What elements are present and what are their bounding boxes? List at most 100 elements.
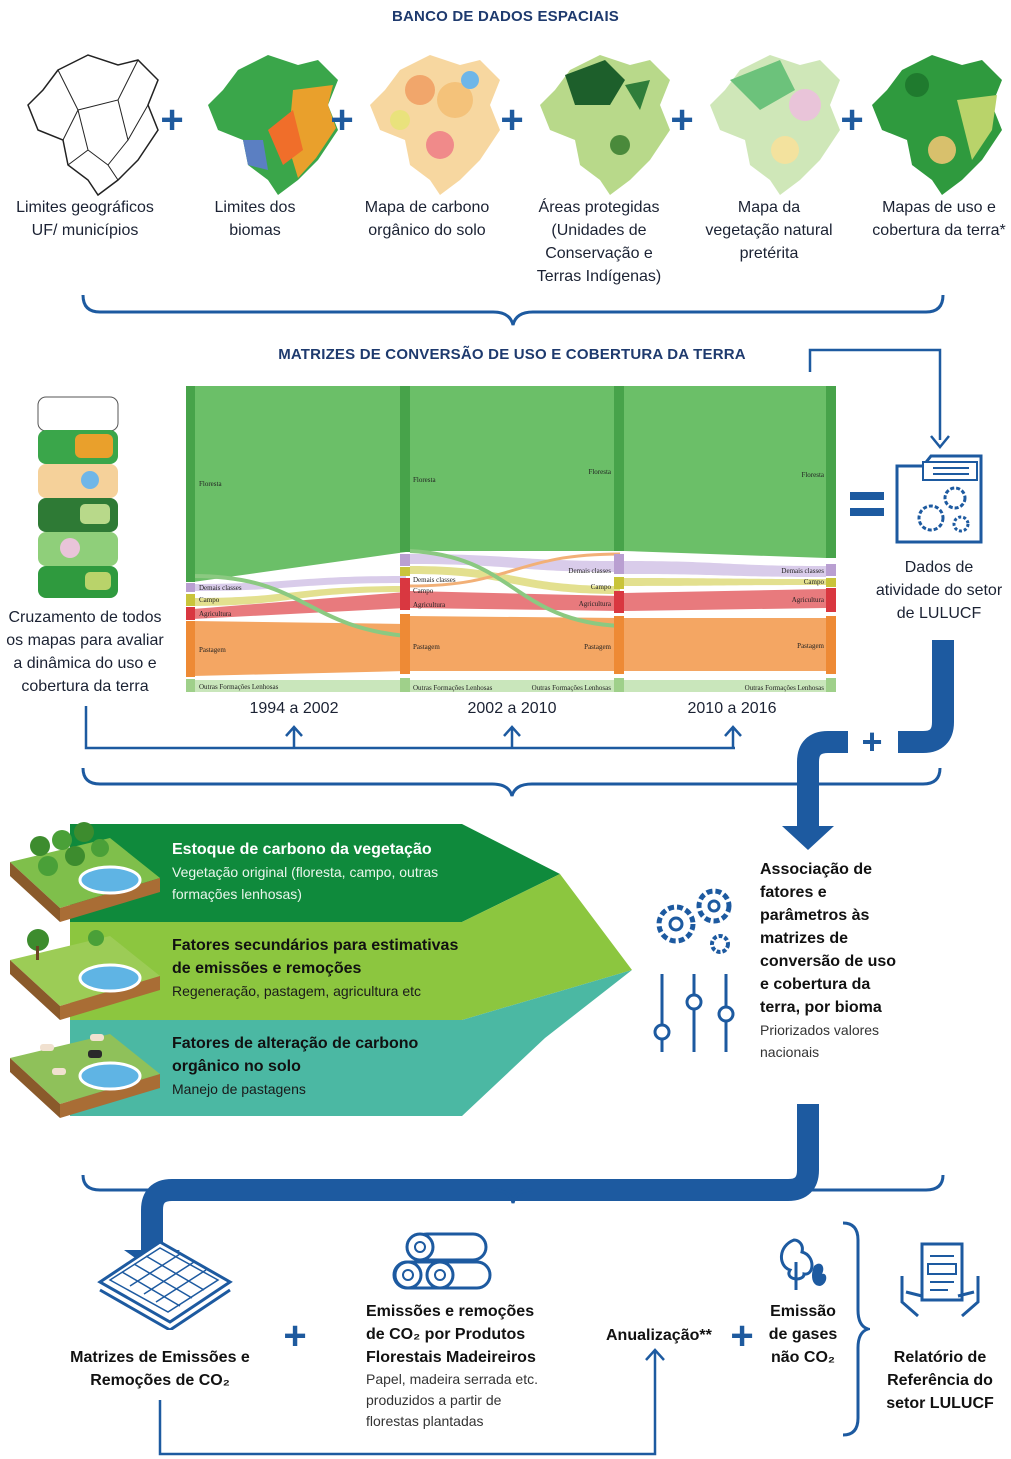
sankey-label: Pastagem bbox=[199, 646, 226, 654]
plus-icon: + bbox=[840, 98, 864, 142]
protected-areas-map-icon bbox=[540, 55, 670, 195]
brazil-outline-map-icon bbox=[27, 54, 159, 197]
flow-demais-3 bbox=[624, 561, 826, 577]
band-title-secondary-factors: Fatores secundários para estimativas de … bbox=[172, 937, 459, 977]
association-sub: Priorizados valores nacionais bbox=[760, 1022, 880, 1060]
sankey-label: Floresta bbox=[413, 476, 436, 484]
sankey-label: Pastagem bbox=[797, 642, 824, 650]
sankey-label: Pastagem bbox=[584, 643, 611, 651]
emissions-matrices-label: Matrizes de Emissões e Remoções de CO₂ bbox=[70, 1349, 250, 1389]
period-label: 1994 a 2002 bbox=[249, 700, 339, 717]
bottom-brace bbox=[81, 1174, 945, 1204]
report-label: Relatório de Referência do setor LULUCF bbox=[886, 1349, 994, 1412]
terrain-regeneration-icon bbox=[10, 929, 160, 1020]
sankey-label: Campo bbox=[413, 587, 434, 595]
activity-data-folder-icon bbox=[895, 454, 983, 544]
sankey-label: Pastagem bbox=[413, 643, 440, 651]
sankey-label: Floresta bbox=[801, 471, 824, 479]
plus-icon: + bbox=[730, 1314, 754, 1358]
stacked-maps-icon bbox=[37, 396, 119, 598]
map-label-biomes: Limites dos biomas bbox=[214, 199, 296, 239]
top-brace bbox=[81, 294, 945, 326]
wood-logs-icon bbox=[392, 1232, 492, 1290]
sankey-label: Demais classes bbox=[568, 567, 611, 575]
sankey-label: Outras Formações Lenhosas bbox=[532, 684, 612, 692]
band-sub-soil-carbon: Manejo de pastagens bbox=[172, 1081, 306, 1097]
gears-sliders-icon bbox=[653, 888, 735, 1052]
matrices-grid-icon bbox=[97, 1240, 233, 1330]
equals-icon-top bbox=[850, 492, 884, 500]
report-hands-icon bbox=[900, 1242, 980, 1318]
matrix-connectors bbox=[81, 348, 950, 797]
plus-icon: + bbox=[670, 98, 694, 142]
crossing-label: Cruzamento de todos os mapas para avalia… bbox=[6, 609, 164, 695]
flow-campo-3 bbox=[624, 578, 826, 586]
annualization-label: Anualização** bbox=[606, 1327, 712, 1344]
flow-outras-1 bbox=[193, 680, 406, 692]
period-label: 2002 a 2010 bbox=[467, 700, 557, 717]
band-sub-secondary-factors: Regeneração, pastagem, agricultura etc bbox=[172, 983, 422, 999]
sankey-label: Floresta bbox=[199, 480, 222, 488]
sankey-label: Agricultura bbox=[199, 610, 232, 618]
sankey-label: Agricultura bbox=[579, 600, 612, 608]
sankey-label: Campo bbox=[199, 596, 220, 604]
non-co2-label: Emissão de gases não CO₂ bbox=[768, 1303, 838, 1366]
map-label-vegetation: Mapa da vegetação natural pretérita bbox=[705, 199, 833, 262]
vegetation-map-icon bbox=[710, 55, 840, 195]
flow-pastagem-3 bbox=[624, 618, 826, 671]
hwp-title: Emissões e remoções de CO₂ por Produtos … bbox=[366, 1303, 536, 1366]
band-title-vegetation-carbon: Estoque de carbono da vegetação bbox=[172, 841, 432, 858]
land-use-map-icon bbox=[872, 55, 1002, 195]
soil-carbon-map-icon bbox=[370, 55, 500, 195]
flow-demais-1 bbox=[193, 576, 406, 591]
flow-floresta-3 bbox=[624, 386, 826, 558]
sankey-label: Demais classes bbox=[199, 584, 242, 592]
activity-data-label: Dados de atividade do setor de LULUCF bbox=[875, 559, 1003, 622]
sankey-chart: Floresta Demais classes Campo Agricultur… bbox=[186, 386, 836, 692]
flow-outras-2 bbox=[410, 680, 620, 692]
sankey-label: Floresta bbox=[588, 468, 611, 476]
flow-pastagem-2 bbox=[410, 616, 620, 671]
right-brace bbox=[842, 1221, 870, 1437]
plus-icon: + bbox=[330, 98, 354, 142]
flow-floresta-1 bbox=[193, 386, 406, 582]
plus-icon: + bbox=[283, 1314, 307, 1358]
sankey-nodes bbox=[186, 386, 836, 692]
sankey-label: Campo bbox=[804, 578, 825, 586]
flow-agricultura-3 bbox=[624, 589, 826, 611]
flow-campo-2 bbox=[410, 566, 620, 594]
map-thumbnails-row bbox=[27, 54, 1002, 197]
sankey-label: Agricultura bbox=[792, 596, 825, 604]
plus-icon: + bbox=[160, 98, 184, 142]
tree-fire-icon bbox=[780, 1238, 827, 1290]
spatial-database-heading: BANCO DE DADOS ESPACIAIS bbox=[391, 8, 620, 25]
flow-campo-1 bbox=[193, 586, 406, 606]
plus-icon: + bbox=[500, 98, 524, 142]
factor-bands bbox=[10, 822, 632, 1118]
equals-icon-bottom bbox=[850, 508, 884, 516]
map-label-protected: Áreas protegidas (Unidades de Conservaçã… bbox=[536, 199, 662, 285]
flow-outras-3 bbox=[624, 680, 826, 692]
flow-agricultura-1 bbox=[193, 592, 406, 619]
period-label: 2010 a 2016 bbox=[687, 700, 777, 717]
flow-agricultura-2 bbox=[410, 591, 620, 611]
plus-icon: + bbox=[861, 721, 883, 762]
matrices-heading: MATRIZES DE CONVERSÃO DE USO E COBERTURA… bbox=[278, 346, 746, 363]
biome-map-icon bbox=[208, 55, 338, 195]
sankey-label: Agricultura bbox=[413, 601, 446, 609]
flow-pastagem-1 bbox=[193, 621, 406, 676]
hwp-sub: Papel, madeira serrada etc. produzidos a… bbox=[366, 1371, 538, 1429]
flow-cross-1 bbox=[192, 574, 407, 638]
sankey-label: Outras Formações Lenhosas bbox=[413, 684, 493, 692]
terrain-pasture-icon bbox=[10, 1034, 160, 1118]
sankey-label: Demais classes bbox=[413, 576, 456, 584]
sankey-label: Campo bbox=[591, 583, 612, 591]
flow-cross-2b bbox=[409, 549, 621, 628]
map-label-uf: Limites geográficos UF/ municípios bbox=[16, 199, 154, 239]
band-title-soil-carbon: Fatores de alteração de carbono orgânico… bbox=[172, 1035, 419, 1075]
sankey-label: Outras Formações Lenhosas bbox=[199, 683, 279, 691]
association-title: Associação de fatores e parâmetros às ma… bbox=[760, 861, 897, 1016]
band-sub-vegetation-carbon: Vegetação original (floresta, campo, out… bbox=[172, 864, 439, 902]
flow-cross-2 bbox=[409, 552, 621, 588]
map-label-soil: Mapa de carbono orgânico do solo bbox=[364, 199, 490, 239]
